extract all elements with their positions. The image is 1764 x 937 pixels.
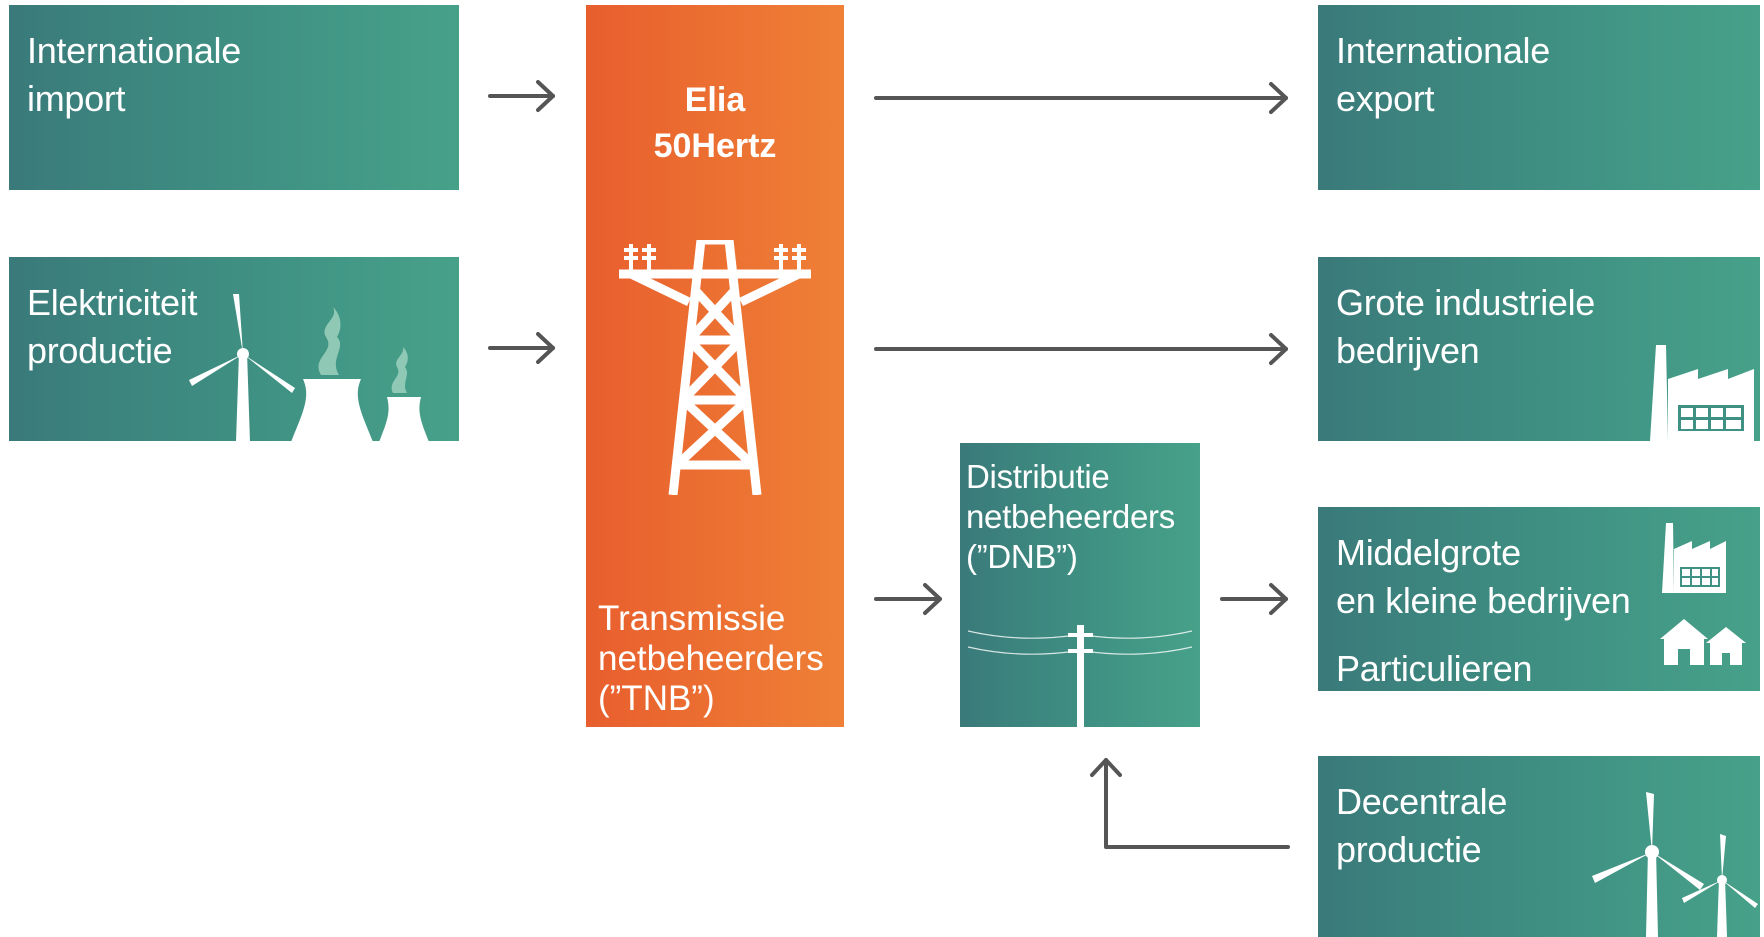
- arrow-tso-to-industry: [874, 333, 1288, 365]
- international-import-label: Internationale import: [27, 27, 241, 123]
- transmission-operators-box: Elia 50Hertz: [586, 5, 844, 727]
- transmission-tower-icon: [619, 240, 811, 495]
- industry-line-1: Grote industriele: [1336, 282, 1596, 323]
- dso-label-line-2: netbeheerders: [966, 498, 1175, 535]
- tso-label-line-1: Transmissie: [598, 599, 786, 638]
- sme-line-1: Middelgrote: [1336, 532, 1521, 573]
- arrow-decentral-to-dso: [1090, 758, 1290, 849]
- decentral-line-2: productie: [1336, 829, 1482, 870]
- industry-line-2: bedrijven: [1336, 330, 1480, 371]
- tso-label: Transmissie netbeheerders (”TNB”): [598, 599, 824, 719]
- electricity-production-label: Elektriciteit productie: [27, 279, 197, 375]
- arrow-dso-to-sme: [1220, 583, 1288, 615]
- international-import-box: Internationale import: [9, 5, 459, 190]
- export-line-1: Internationale: [1336, 30, 1550, 71]
- sme-and-private-box: Middelgrote en kleine bedrijven Particul…: [1318, 507, 1760, 691]
- export-line-2: export: [1336, 78, 1435, 119]
- decentral-production-box: Decentrale productie: [1318, 756, 1760, 937]
- cooling-tower-icon: [291, 307, 429, 441]
- decentral-line-1: Decentrale: [1336, 781, 1508, 822]
- sme-line-3: Particulieren: [1336, 648, 1533, 689]
- arrow-import-to-tso: [488, 80, 555, 112]
- tso-label-line-3: (”TNB”): [598, 679, 715, 718]
- tso-label-line-2: netbeheerders: [598, 639, 824, 678]
- wind-turbine-icon: [1592, 792, 1758, 937]
- international-export-box: Internationale export: [1318, 5, 1760, 190]
- import-line-2: import: [27, 78, 126, 119]
- import-line-1: Internationale: [27, 30, 241, 71]
- house-icon: [1660, 619, 1746, 665]
- sme-label: Middelgrote en kleine bedrijven Particul…: [1336, 529, 1631, 691]
- factory-icon: [1650, 345, 1754, 441]
- utility-pole-icon: [967, 625, 1193, 727]
- production-line-2: productie: [27, 330, 173, 371]
- distribution-operators-box: Distributie netbeheerders (”DNB”): [960, 443, 1200, 727]
- decentral-production-label: Decentrale productie: [1336, 778, 1507, 874]
- tso-company-names: Elia 50Hertz: [586, 77, 844, 169]
- production-line-1: Elektriciteit: [27, 282, 198, 323]
- arrow-production-to-tso: [488, 332, 555, 364]
- sme-line-2: en kleine bedrijven: [1336, 580, 1631, 621]
- arrow-tso-to-dso: [874, 583, 942, 615]
- dso-label: Distributie netbeheerders (”DNB”): [966, 457, 1175, 577]
- electricity-production-box: Elektriciteit productie: [9, 257, 459, 441]
- dso-label-line-3: (”DNB”): [966, 538, 1078, 575]
- arrow-tso-to-export: [874, 82, 1288, 114]
- international-export-label: Internationale export: [1336, 27, 1550, 123]
- wind-turbine-icon: [189, 294, 295, 441]
- tso-name-50hertz: 50Hertz: [653, 127, 777, 165]
- factory-icon: [1662, 523, 1726, 593]
- dso-label-line-1: Distributie: [966, 458, 1110, 495]
- large-industry-box: Grote industriele bedrijven: [1318, 257, 1760, 441]
- large-industry-label: Grote industriele bedrijven: [1336, 279, 1595, 375]
- tso-name-elia: Elia: [684, 81, 746, 119]
